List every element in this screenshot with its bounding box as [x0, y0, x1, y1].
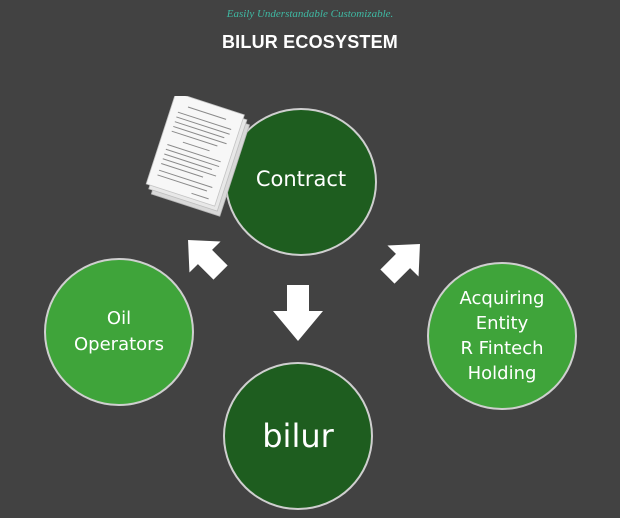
bilur-label: bilur [262, 417, 334, 455]
oil-operators-label-line-2: Operators [74, 334, 164, 355]
contract-label: Contract [255, 167, 347, 191]
page-title: BILUR ECOSYSTEM [221, 32, 398, 52]
arrow-acquiring-to-contract [380, 244, 420, 284]
acquiring-entity-label-line-2: Entity [475, 313, 529, 334]
arrow-contract-to-bilur [273, 285, 323, 341]
acquiring-entity-label-line-3: R Fintech [460, 338, 544, 359]
arrow-oil-to-contract [188, 240, 228, 280]
acquiring-entity-label-line-1: Acquiring [459, 288, 545, 309]
oil-operators-label-line-1: Oil [106, 308, 132, 329]
oil-operators-node: Oil Operators [44, 258, 194, 406]
acquiring-entity-label-line-4: Holding [467, 363, 537, 384]
contract-node: Contract [225, 108, 377, 256]
bilur-node: bilur [223, 362, 373, 510]
acquiring-entity-node: Acquiring Entity R Fintech Holding [427, 262, 577, 410]
document-stack-icon [145, 96, 250, 217]
page-subtitle: Easily Understandable Customizable. [226, 8, 394, 20]
